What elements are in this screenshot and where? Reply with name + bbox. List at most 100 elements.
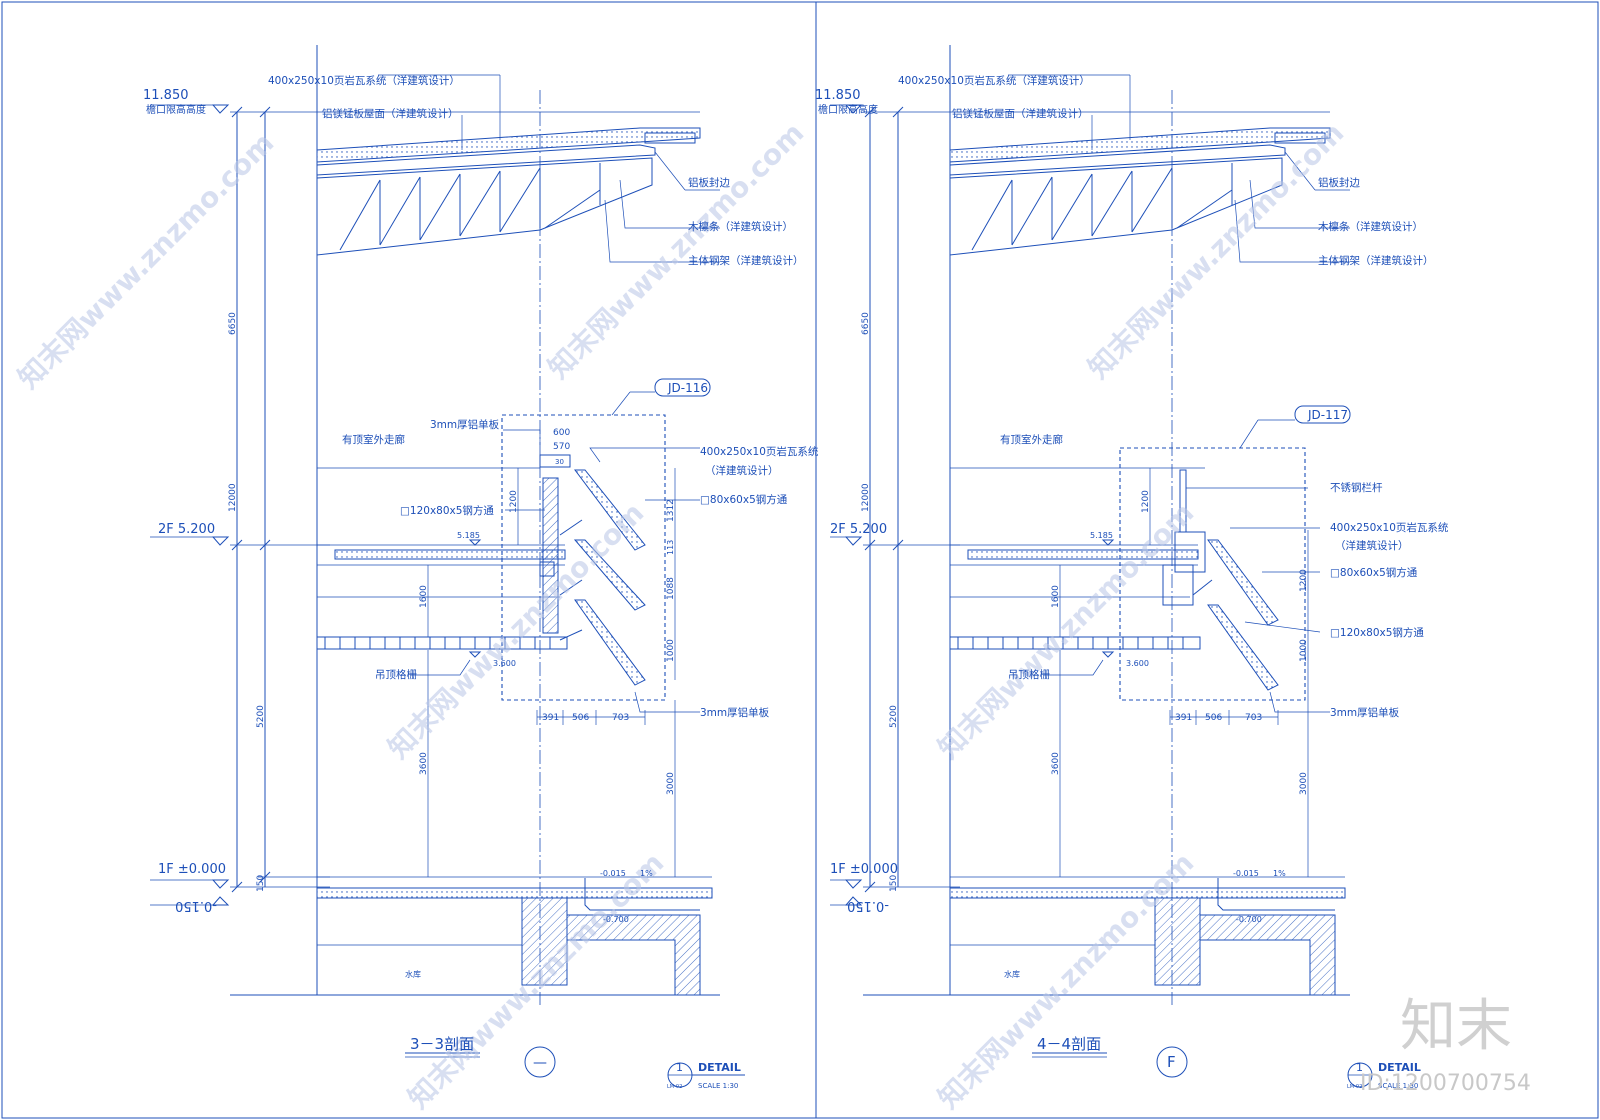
dim-3600: 3600 xyxy=(419,752,429,775)
axis-bubble xyxy=(524,1046,556,1078)
callout-al-edge: 铝板封边 xyxy=(688,176,730,189)
dim-703: 703 xyxy=(612,713,629,723)
callout-corridor: 有顶室外走廊 xyxy=(342,433,405,446)
callout-tube-80: □80x60x5钢方通 xyxy=(700,493,788,506)
dim-1000: 1000 xyxy=(1299,639,1309,662)
callout-tube-120: □120x80x5钢方通 xyxy=(400,504,494,517)
dim-113: 113 xyxy=(666,540,675,555)
ceiling-elev: 3.600 xyxy=(1126,659,1149,668)
dim-5200: 5200 xyxy=(889,705,899,728)
dim-1600: 1600 xyxy=(419,585,429,608)
dim-1200b: 1200 xyxy=(1299,569,1309,592)
dim-5200: 5200 xyxy=(256,705,266,728)
dim-12000: 12000 xyxy=(228,483,238,512)
louver-blades xyxy=(559,469,646,686)
detail-ref: JD-117 xyxy=(1307,408,1348,422)
dim-506: 506 xyxy=(1205,713,1222,723)
dim-570: 570 xyxy=(553,442,570,452)
dim-391: 391 xyxy=(1175,713,1192,723)
elev-2f: 2F 5.200 xyxy=(158,522,215,537)
dim-150: 150 xyxy=(889,875,899,892)
callout-tile-sys: 400x250x10页岩瓦系统 xyxy=(700,445,819,458)
dim-506: 506 xyxy=(572,713,589,723)
watermark: 知末网www.znzmo.com xyxy=(12,126,281,395)
ground-slab xyxy=(949,887,1346,899)
ceiling-grille xyxy=(949,636,1201,650)
dim-30: 30 xyxy=(555,458,564,466)
detail-scale: SCALE 1:30 xyxy=(1378,1082,1418,1090)
callout-wood-purlin: 木檩条（洋建筑设计） xyxy=(688,220,793,233)
elev-neg: -0.150 xyxy=(175,898,217,913)
dim-1088: 1088 xyxy=(666,577,676,600)
section-title: 3－3剖面 xyxy=(410,1035,474,1053)
elev-1f: 1F ±0.000 xyxy=(830,862,898,877)
detail-sheet: LM-02 xyxy=(1347,1084,1362,1090)
eave-label: 檐口限高高度 xyxy=(818,103,878,116)
ceiling-elev: 3.600 xyxy=(493,659,516,668)
ceiling-grille xyxy=(316,636,568,650)
callout-corridor: 有顶室外走廊 xyxy=(1000,433,1063,446)
watermark: 知末网www.znzmo.com xyxy=(932,496,1201,765)
louver-blades xyxy=(1192,539,1279,691)
axis-bubble xyxy=(1156,1046,1188,1078)
eave-label: 檐口限高高度 xyxy=(146,103,206,116)
callout-railing: 不锈钢栏杆 xyxy=(1330,481,1383,494)
pit-elev: -0.700 xyxy=(1236,915,1262,924)
elev-eave: 11.850 xyxy=(815,88,861,103)
dim-3600: 3600 xyxy=(1051,752,1061,775)
dim-600: 600 xyxy=(553,428,570,438)
watermark: 知末网www.znzmo.com xyxy=(382,496,651,765)
watermark: 知末网www.znzmo.com xyxy=(402,846,671,1115)
callout-ceiling-grille: 吊顶格栅 xyxy=(1008,668,1050,681)
ground-elev: -0.015 xyxy=(600,869,626,878)
edge-beam xyxy=(542,477,559,634)
detail-label: DETAIL xyxy=(1378,1061,1421,1074)
dim-703: 703 xyxy=(1245,713,1262,723)
elev-neg: -0.150 xyxy=(847,898,889,913)
roof-panel xyxy=(949,127,1331,163)
dim-12000: 12000 xyxy=(861,483,871,512)
callout-al-edge: 铝板封边 xyxy=(1318,176,1360,189)
slab-elev: 5.185 xyxy=(1090,531,1113,540)
room-label: 水库 xyxy=(405,969,421,979)
slope: 1% xyxy=(640,869,653,878)
dim-1000: 1000 xyxy=(666,639,676,662)
ground-elev: -0.015 xyxy=(1233,869,1259,878)
detail-num: 1 xyxy=(1356,1061,1363,1074)
elev-eave: 11.850 xyxy=(143,88,189,103)
detail-sheet: LM-02 xyxy=(667,1084,682,1090)
dim-1312: 1312 xyxy=(666,499,676,522)
roof-panel xyxy=(316,127,701,163)
detail-scale: SCALE 1:30 xyxy=(698,1082,738,1090)
elev-2f: 2F 5.200 xyxy=(830,522,887,537)
section-4-4 xyxy=(830,45,1373,1088)
dim-6650: 6650 xyxy=(861,312,871,335)
dim-1200: 1200 xyxy=(509,490,519,513)
watermark: 知末网www.znzmo.com xyxy=(1082,116,1351,385)
callout-al-plate-bot: 3mm厚铝单板 xyxy=(700,706,770,719)
dim-150: 150 xyxy=(256,875,266,892)
callout-tile-sys-2: （洋建筑设计） xyxy=(705,464,779,477)
callout-wood-purlin: 木檩条（洋建筑设计） xyxy=(1318,220,1423,233)
floor-slab-2f xyxy=(334,549,566,560)
callout-tile-sys: 400x250x10页岩瓦系统 xyxy=(1330,521,1449,534)
callout-tube-120: □120x80x5钢方通 xyxy=(1330,626,1424,639)
room-label: 水库 xyxy=(1004,969,1020,979)
floor-slab-2f xyxy=(967,549,1199,560)
roof-truss xyxy=(316,157,653,256)
dim-3000: 3000 xyxy=(666,772,676,795)
slab-elev: 5.185 xyxy=(457,531,480,540)
foundation-wall xyxy=(1199,914,1336,996)
roof-truss xyxy=(949,157,1283,256)
foundation-wall xyxy=(566,914,701,996)
section-3-3 xyxy=(150,45,745,1088)
callout-roof-panel: 铝镁锰板屋面（洋建筑设计） xyxy=(952,107,1089,120)
callout-truss: 主体钢架（洋建筑设计） xyxy=(688,254,804,267)
callout-al-plate-bot: 3mm厚铝单板 xyxy=(1330,706,1400,719)
brand-id: ID:1200700754 xyxy=(1360,1071,1531,1096)
slope: 1% xyxy=(1273,869,1286,878)
brand-logo: 知末 xyxy=(1400,994,1512,1059)
detail-num: 1 xyxy=(676,1061,683,1074)
